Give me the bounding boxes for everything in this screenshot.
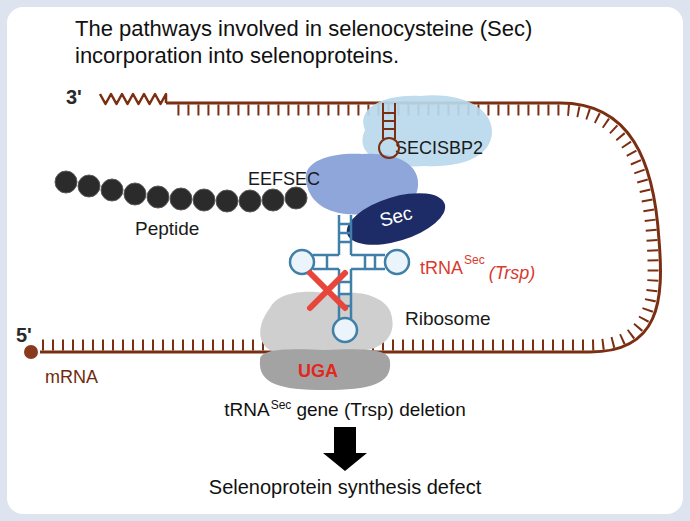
outline-part <box>362 95 492 166</box>
mrna-strand <box>40 103 660 352</box>
node-text: SECISBP2 <box>395 138 483 159</box>
text-label: Peptide <box>135 218 199 240</box>
outline-part <box>260 292 392 352</box>
node-text: Selenoprotein synthesis defect <box>120 476 570 499</box>
outline-part <box>341 183 451 255</box>
text-label: 3' <box>66 86 82 109</box>
text-label: mRNA <box>45 367 98 388</box>
block-arrow <box>323 427 367 471</box>
diagram-title: The pathways involved in selenocysteine … <box>75 15 650 69</box>
text-label: Sec <box>464 253 485 267</box>
node-text: Ribosome <box>405 308 491 330</box>
text-label: 5' <box>16 324 32 347</box>
poly-a-tail <box>100 94 166 104</box>
text-label: (Trsp) <box>489 263 536 284</box>
text-label: tRNA <box>420 258 463 279</box>
amino-acid-ellipse: Sec <box>343 192 449 246</box>
node-text: Sec <box>271 398 292 412</box>
outline-part <box>260 349 390 390</box>
ribosome-shape: RibosomeUGA <box>250 288 400 392</box>
outcome-text-box: tRNASec gene (Trsp) deletion <box>120 398 570 424</box>
node-text: tRNA <box>224 399 269 420</box>
node-text: UGA <box>298 361 338 382</box>
text-line: tRNASec gene (Trsp) deletion <box>120 398 570 421</box>
mrna-5-cap <box>24 345 38 359</box>
outcome-text-box: Selenoprotein synthesis defect <box>120 474 570 502</box>
node-text: gene (Trsp) deletion <box>296 399 465 420</box>
node-text: EEFSEC <box>248 169 320 190</box>
